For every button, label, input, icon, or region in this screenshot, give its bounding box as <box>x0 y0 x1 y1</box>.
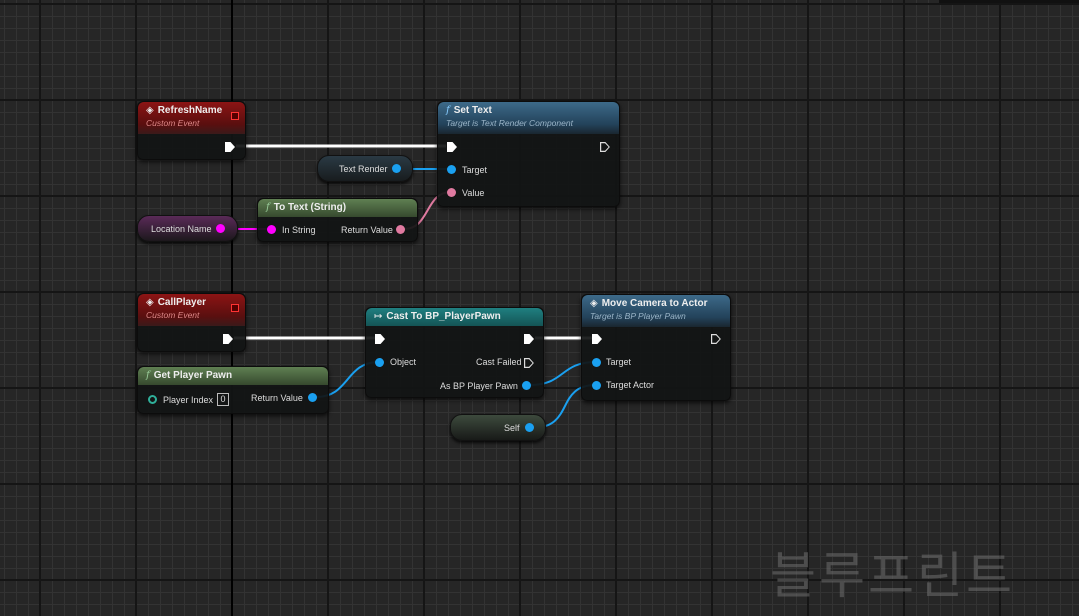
pin-label: Target <box>606 357 632 367</box>
node-header[interactable]: ◈CallPlayer Custom Event <box>138 294 245 326</box>
cast-to-bp-playerpawn-node[interactable]: ↦Cast To BP_PlayerPawn Object Cast Faile… <box>365 307 544 398</box>
function-icon: f <box>146 370 150 381</box>
pin-label: Player Index <box>163 395 214 405</box>
output-pin[interactable] <box>392 164 401 173</box>
output-pin[interactable] <box>525 423 534 432</box>
exec-in-pin[interactable] <box>592 334 602 344</box>
node-title: Cast To BP_PlayerPawn <box>386 311 501 322</box>
node-subtitle: Custom Event <box>146 118 200 128</box>
output-pin[interactable] <box>216 224 225 233</box>
move-camera-to-actor-node[interactable]: ◈Move Camera to Actor Target is BP Playe… <box>581 294 731 401</box>
location-name-variable-node[interactable]: Location Name <box>137 215 238 242</box>
target-actor-pin[interactable] <box>592 381 601 390</box>
as-bp-player-pawn-pin[interactable] <box>522 381 531 390</box>
player-index-pin[interactable] <box>148 395 157 404</box>
pin-label: Value <box>462 188 485 198</box>
top-toolbar-edge <box>939 0 1079 3</box>
function-icon: f <box>266 202 270 213</box>
node-title: CallPlayer <box>157 297 207 308</box>
delegate-pin-icon[interactable] <box>231 112 239 120</box>
exec-out-pin[interactable] <box>600 142 610 152</box>
pin-label: In String <box>282 225 316 235</box>
exec-out-pin[interactable] <box>711 334 721 344</box>
pin-label: Target Actor <box>606 380 655 390</box>
node-title: Set Text <box>453 105 492 116</box>
cast-failed-exec-pin[interactable] <box>524 358 534 368</box>
player-index-input[interactable]: 0 <box>217 393 229 406</box>
target-pin[interactable] <box>447 165 456 174</box>
node-header[interactable]: ↦Cast To BP_PlayerPawn <box>366 308 543 326</box>
call-player-event-node[interactable]: ◈CallPlayer Custom Event <box>137 293 246 352</box>
variable-label: Self <box>504 423 520 433</box>
pin-label: Cast Failed <box>476 357 522 367</box>
pin-label: Return Value <box>251 393 303 403</box>
event-diamond-icon: ◈ <box>146 105 154 116</box>
value-pin[interactable] <box>447 188 456 197</box>
function-diamond-icon: ◈ <box>590 298 598 309</box>
pin-label: Object <box>390 357 417 367</box>
refresh-name-event-node[interactable]: ◈RefreshName Custom Event <box>137 101 246 160</box>
node-subtitle: Target is Text Render Component <box>446 118 573 128</box>
text-render-variable-node[interactable]: Text Render <box>317 155 413 182</box>
node-title: Get Player Pawn <box>153 370 233 381</box>
watermark: 블루프린트 <box>770 547 1015 605</box>
node-title: RefreshName <box>157 105 223 116</box>
node-subtitle: Custom Event <box>146 310 200 320</box>
in-string-pin[interactable] <box>267 225 276 234</box>
pin-label: Return Value <box>341 225 393 235</box>
node-title: To Text (String) <box>273 202 347 213</box>
pin-label: As BP Player Pawn <box>440 381 518 391</box>
return-value-pin[interactable] <box>396 225 405 234</box>
exec-out-pin[interactable] <box>223 334 233 344</box>
exec-out-pin[interactable] <box>225 142 235 152</box>
object-pin[interactable] <box>375 358 384 367</box>
event-diamond-icon: ◈ <box>146 297 154 308</box>
function-icon: f <box>446 105 450 116</box>
node-header[interactable]: ◈RefreshName Custom Event <box>138 102 245 134</box>
variable-label: Location Name <box>151 224 212 234</box>
node-header[interactable]: ◈Move Camera to Actor Target is BP Playe… <box>582 295 730 327</box>
node-title: Move Camera to Actor <box>601 298 708 309</box>
pin-label: Target <box>462 165 488 175</box>
self-reference-node[interactable]: Self <box>450 414 546 441</box>
exec-in-pin[interactable] <box>447 142 457 152</box>
delegate-pin-icon[interactable] <box>231 304 239 312</box>
node-subtitle: Target is BP Player Pawn <box>590 311 686 321</box>
return-value-pin[interactable] <box>308 393 317 402</box>
target-pin[interactable] <box>592 358 601 367</box>
cast-arrow-icon: ↦ <box>374 311 383 322</box>
variable-label: Text Render <box>339 164 388 174</box>
exec-in-pin[interactable] <box>375 334 385 344</box>
exec-out-pin[interactable] <box>524 334 534 344</box>
